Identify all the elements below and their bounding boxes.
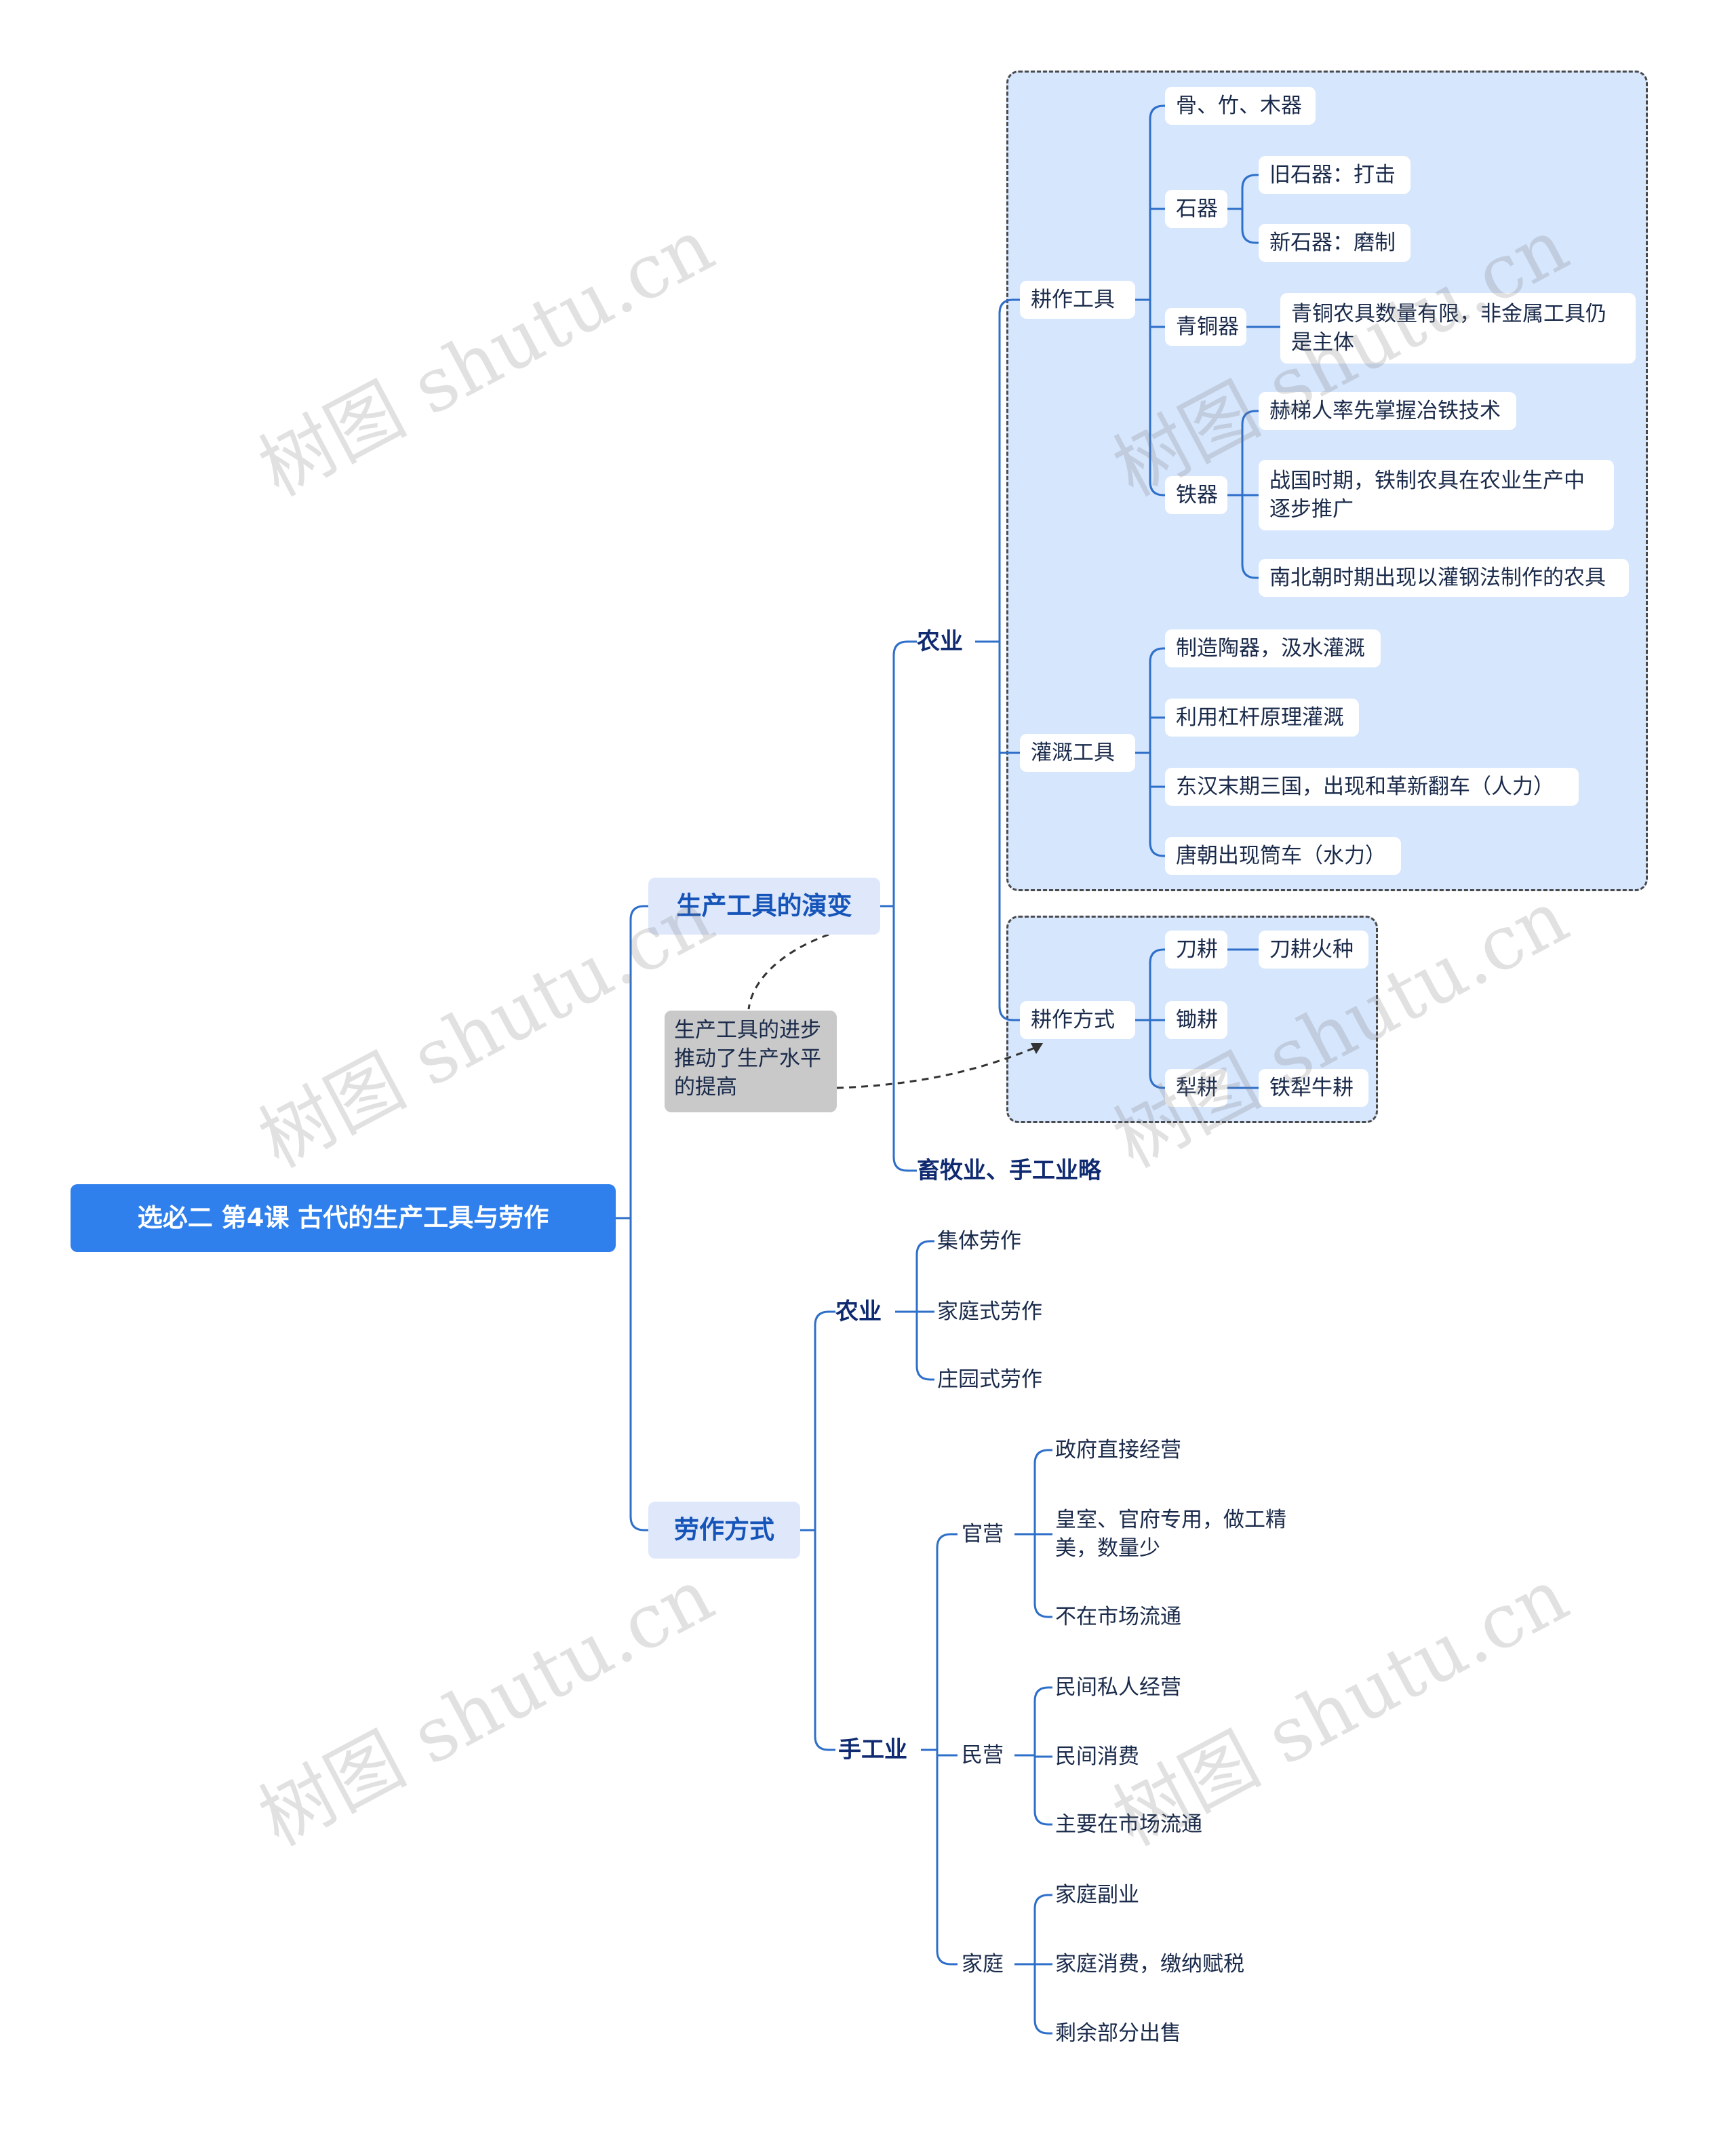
node-home-side[interactable]: 家庭副业 [1055, 1883, 1139, 1907]
node-home-tax[interactable]: 家庭消费，缴纳赋税 [1055, 1952, 1244, 1976]
node-farming-methods[interactable]: 耕作方式 [1020, 1001, 1135, 1039]
node-iron[interactable]: 铁器 [1165, 476, 1227, 514]
node-bronze-note[interactable]: 青铜农具数量有限，非金属工具仍是主体 [1280, 293, 1636, 364]
node-stone-tools[interactable]: 石器 [1165, 190, 1227, 228]
node-private[interactable]: 民营 [962, 1743, 1004, 1768]
node-hoe[interactable]: 锄耕 [1165, 1001, 1227, 1039]
topic-tools-evolution[interactable]: 生产工具的演变 [648, 878, 880, 935]
node-home-sell[interactable]: 剩余部分出售 [1055, 2021, 1181, 2046]
node-irrigation-tools[interactable]: 灌溉工具 [1020, 734, 1135, 772]
topic-labor-agriculture[interactable]: 农业 [835, 1298, 882, 1325]
node-iron-warring-states[interactable]: 战国时期，铁制农具在农业生产中逐步推广 [1259, 460, 1614, 530]
node-off-direct[interactable]: 政府直接经营 [1055, 1438, 1181, 1462]
node-farming-tools[interactable]: 耕作工具 [1020, 281, 1135, 319]
node-new-stone[interactable]: 新石器：磨制 [1259, 224, 1410, 262]
node-irr-pottery[interactable]: 制造陶器，汲水灌溉 [1165, 629, 1381, 667]
node-slash[interactable]: 刀耕 [1165, 931, 1227, 969]
node-official[interactable]: 官营 [962, 1522, 1004, 1546]
node-family-labor[interactable]: 家庭式劳作 [937, 1300, 1042, 1324]
node-bronze[interactable]: 青铜器 [1165, 308, 1246, 346]
topic-other-industries[interactable]: 畜牧业、手工业略 [917, 1157, 1101, 1184]
topic-handicraft[interactable]: 手工业 [838, 1736, 907, 1763]
node-manor[interactable]: 庄园式劳作 [937, 1367, 1042, 1392]
node-off-market[interactable]: 不在市场流通 [1055, 1605, 1181, 1629]
root-topic[interactable]: 选必二 第4课 古代的生产工具与劳作 [71, 1184, 616, 1252]
node-home[interactable]: 家庭 [962, 1952, 1004, 1976]
node-pri-market[interactable]: 主要在市场流通 [1055, 1812, 1202, 1837]
relation-note[interactable]: 生产工具的进步推动了生产水平的提高 [665, 1011, 837, 1112]
topic-agriculture-tools[interactable]: 农业 [917, 628, 963, 655]
node-plough[interactable]: 犁耕 [1165, 1069, 1227, 1107]
node-pri-run[interactable]: 民间私人经营 [1055, 1675, 1181, 1700]
node-irr-lever[interactable]: 利用杠杆原理灌溉 [1165, 699, 1359, 737]
node-bone-tools[interactable]: 骨、竹、木器 [1165, 87, 1316, 125]
node-iron-southern-northern[interactable]: 南北朝时期出现以灌钢法制作的农具 [1259, 559, 1629, 597]
node-iron-plough[interactable]: 铁犁牛耕 [1259, 1069, 1368, 1107]
node-old-stone[interactable]: 旧石器：打击 [1259, 156, 1410, 194]
node-irr-tang[interactable]: 唐朝出现筒车（水力） [1165, 837, 1401, 875]
node-pri-consume[interactable]: 民间消费 [1055, 1744, 1139, 1769]
node-off-royal[interactable]: 皇室、官府专用，做工精美，数量少 [1055, 1508, 1286, 1561]
node-slash-burn[interactable]: 刀耕火种 [1259, 931, 1368, 969]
node-collective[interactable]: 集体劳作 [937, 1229, 1021, 1253]
node-iron-hittite[interactable]: 赫梯人率先掌握冶铁技术 [1259, 392, 1516, 430]
node-irr-waterwheel[interactable]: 东汉末期三国，出现和革新翻车（人力） [1165, 768, 1579, 806]
topic-labor-methods[interactable]: 劳作方式 [648, 1502, 800, 1559]
